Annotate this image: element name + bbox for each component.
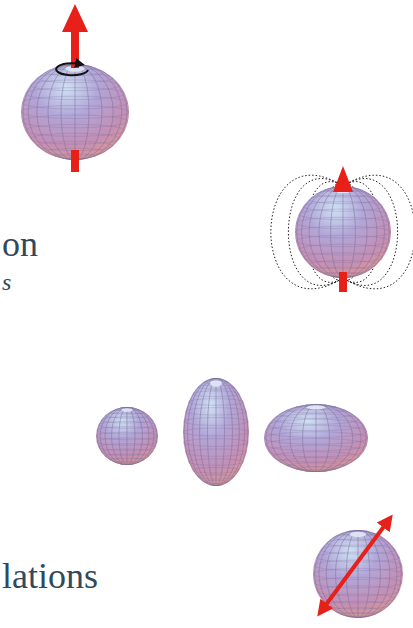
globe (183, 378, 249, 486)
dipole-arrow (333, 166, 353, 292)
oscillation-arrow (322, 521, 388, 610)
cut-heading: lations (2, 558, 98, 594)
globe (96, 407, 158, 465)
field-lines (271, 175, 413, 289)
globe (264, 403, 368, 472)
cut-heading: on (2, 226, 38, 262)
globe (21, 64, 129, 161)
spin-arrow (56, 4, 88, 172)
cut-text: s (2, 270, 11, 294)
globes (21, 64, 403, 619)
globe (295, 186, 391, 278)
